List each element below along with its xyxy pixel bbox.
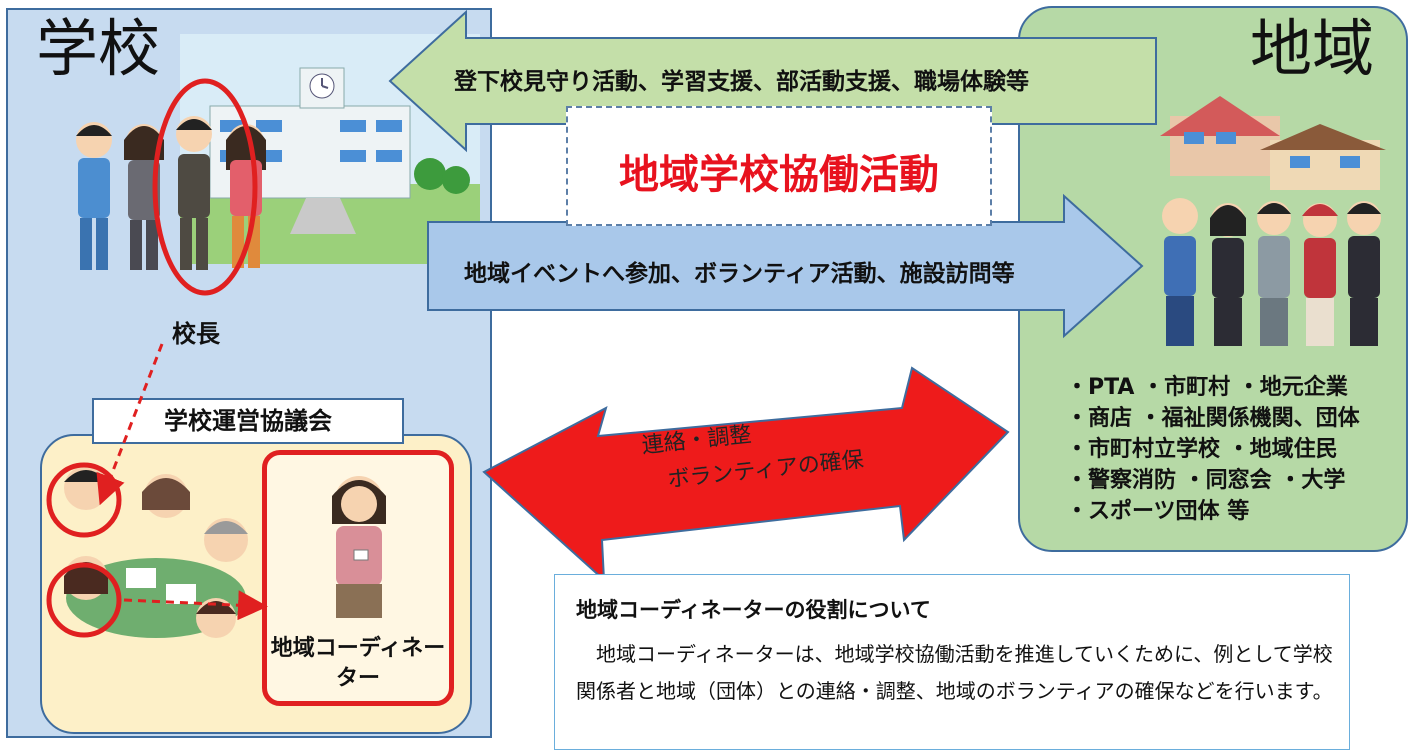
region-member-line: ・PTA ・市町村 ・地元企業	[1066, 375, 1348, 400]
region-member-line: ・スポーツ団体 等	[1066, 499, 1250, 524]
principal-label: 校長	[172, 320, 220, 348]
coordinator-illustration	[332, 476, 386, 618]
description-body: 地域コーディネーターは、地域学校協働活動を推進していくために、例として学校関係者…	[576, 642, 1333, 703]
description-box	[554, 574, 1350, 750]
school-title: 学校	[36, 12, 161, 85]
region-member-list: ・PTA ・市町村 ・地元企業 ・商店 ・福祉関係機関、団体 ・市町村立学校 ・…	[1066, 372, 1360, 527]
region-member-line: ・警察消防 ・同窓会 ・大学	[1066, 468, 1346, 493]
center-label-box	[566, 106, 992, 226]
arrow-to-region-text: 地域イベントへ参加、ボランティア活動、施設訪問等	[464, 261, 1015, 287]
center-activity-label: 地域学校協働活動	[619, 152, 939, 198]
double-arrow-contact	[482, 366, 1010, 583]
arrow-to-school-text: 登下校見守り活動、学習支援、部活動支援、職場体験等	[454, 69, 1029, 95]
arrow-to-region	[427, 193, 1144, 339]
coordinator-label: 地域コーディネーター	[270, 636, 446, 691]
description-title: 地域コーディネーターの役割について	[576, 598, 931, 622]
region-title: 地域	[1250, 12, 1375, 85]
principal-highlight-ellipse	[152, 78, 258, 296]
community-illustration	[1160, 96, 1386, 346]
region-member-line: ・商店 ・福祉関係機関、団体	[1066, 406, 1360, 431]
region-member-line: ・市町村立学校 ・地域住民	[1066, 437, 1338, 462]
